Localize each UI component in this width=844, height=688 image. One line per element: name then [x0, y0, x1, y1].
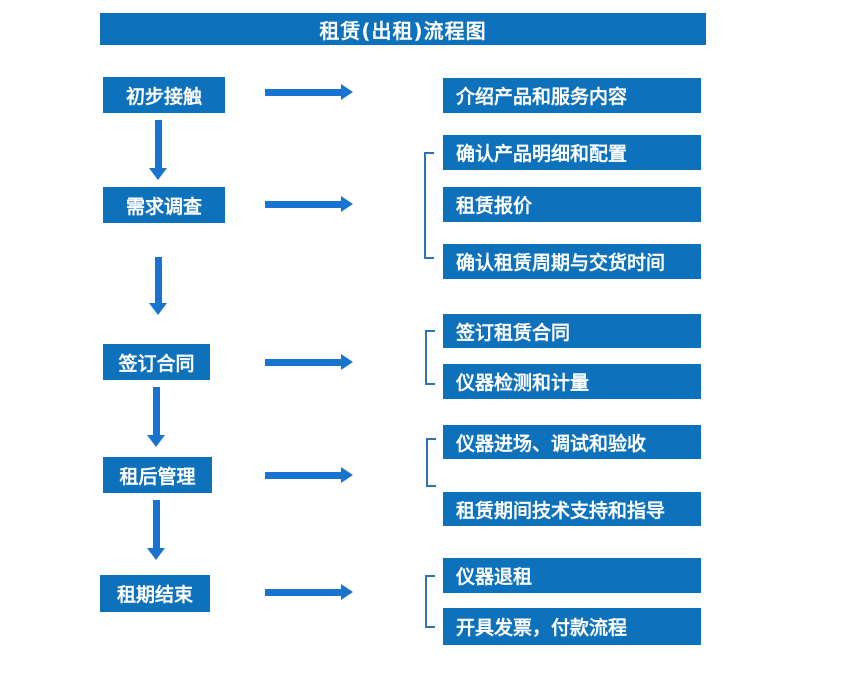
- right-arrow-icon: [265, 584, 353, 600]
- down-arrow-shaft: [152, 500, 160, 548]
- down-arrow-head: [149, 168, 167, 180]
- right-arrow-head: [341, 354, 353, 370]
- right-arrow-head: [341, 84, 353, 100]
- detail-box: 仪器进场、调试和验收: [443, 425, 701, 459]
- step-box-rental-end: 租期结束: [100, 575, 210, 612]
- right-arrow-shaft: [265, 200, 341, 208]
- page-title: 租赁(出租)流程图: [100, 13, 706, 45]
- detail-box: 仪器退租: [443, 558, 701, 593]
- right-arrow-shaft: [265, 88, 341, 96]
- detail-box: 开具发票，付款流程: [443, 608, 701, 645]
- bracket-group-sign-contract: [425, 330, 435, 385]
- down-arrow-head: [149, 303, 167, 315]
- detail-box: 仪器检测和计量: [443, 364, 701, 399]
- down-arrow-shaft: [154, 257, 162, 303]
- down-arrow-head: [147, 435, 165, 447]
- bracket-group-post-rental: [426, 438, 436, 487]
- right-arrow-icon: [265, 84, 353, 100]
- down-arrow-icon: [147, 500, 165, 560]
- right-arrow-head: [341, 467, 353, 483]
- right-arrow-head: [341, 196, 353, 212]
- detail-box: 签订租赁合同: [443, 314, 701, 348]
- step-box-initial-contact: 初步接触: [103, 77, 225, 113]
- detail-box: 租赁报价: [443, 187, 701, 222]
- right-arrow-shaft: [265, 471, 341, 479]
- down-arrow-icon: [147, 387, 165, 447]
- right-arrow-head: [341, 584, 353, 600]
- step-box-sign-contract: 签订合同: [103, 344, 210, 380]
- right-arrow-icon: [265, 354, 353, 370]
- detail-box: 确认产品明细和配置: [443, 135, 701, 170]
- detail-box: 介绍产品和服务内容: [443, 78, 701, 113]
- down-arrow-icon: [149, 257, 167, 315]
- right-arrow-icon: [265, 467, 353, 483]
- detail-box: 租赁期间技术支持和指导: [443, 492, 701, 526]
- right-arrow-shaft: [265, 358, 341, 366]
- down-arrow-icon: [149, 120, 167, 180]
- detail-box: 确认租赁周期与交货时间: [443, 244, 701, 279]
- step-box-post-rental: 租后管理: [103, 457, 212, 493]
- step-box-demand-survey: 需求调查: [103, 187, 225, 223]
- bracket-group-demand-survey: [424, 152, 434, 259]
- down-arrow-shaft: [154, 120, 162, 168]
- right-arrow-shaft: [265, 588, 341, 596]
- down-arrow-shaft: [152, 387, 160, 435]
- right-arrow-icon: [265, 196, 353, 212]
- down-arrow-head: [147, 548, 165, 560]
- bracket-group-rental-end: [425, 575, 435, 628]
